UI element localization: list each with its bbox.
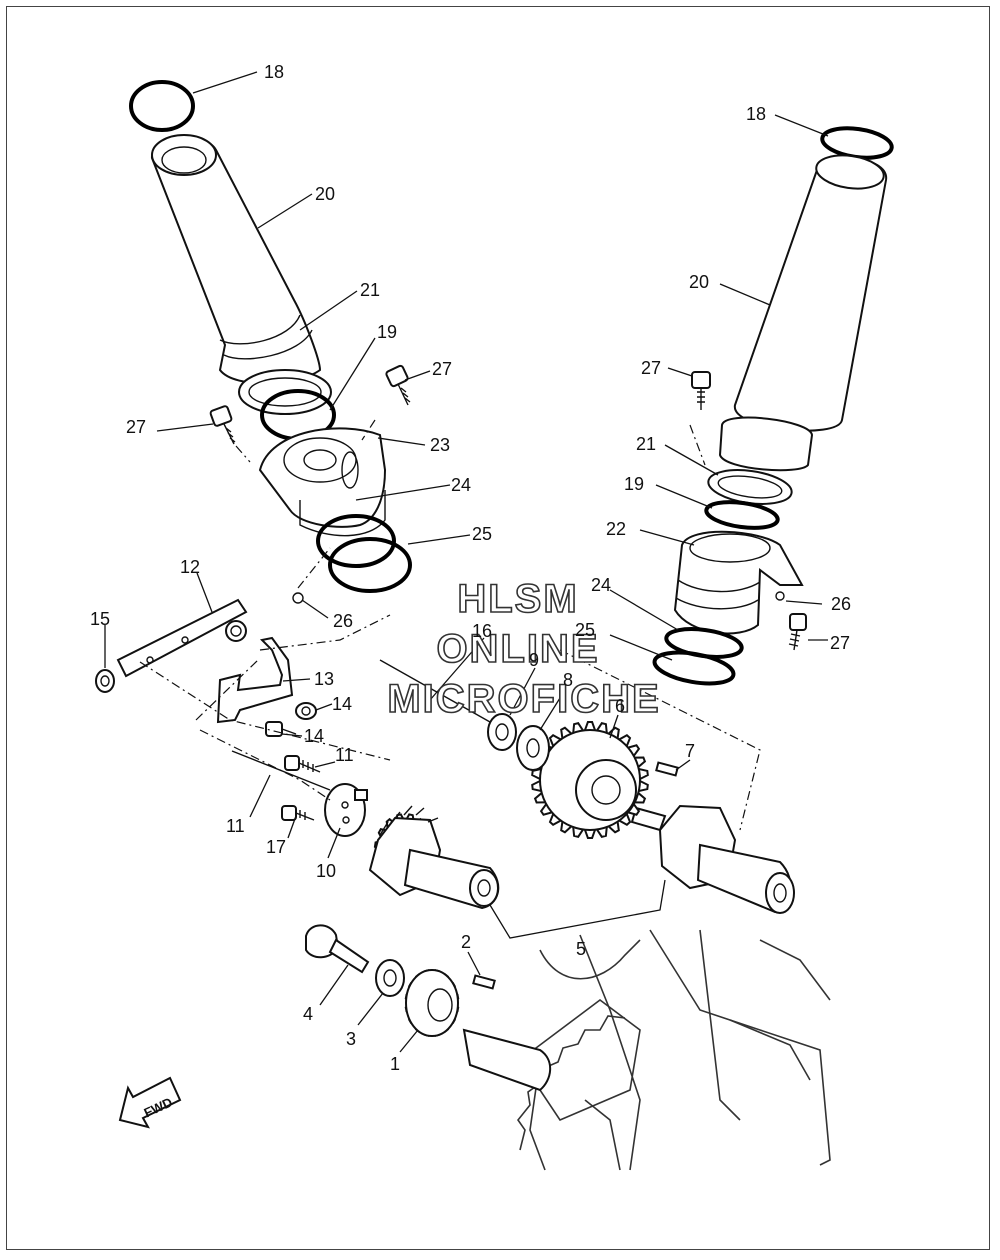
callout-12: 12 xyxy=(180,557,200,577)
watermark-line-1: HLSM xyxy=(457,577,578,621)
callout-14-upper: 14 xyxy=(332,694,352,714)
left-oring-25 xyxy=(328,537,412,593)
left-oring-24 xyxy=(316,514,396,568)
pin-16 xyxy=(379,659,491,723)
gear-1 xyxy=(404,969,460,1037)
bolt-11-upper xyxy=(284,755,321,773)
left-oring-18 xyxy=(129,80,195,132)
callout-7: 7 xyxy=(685,741,695,761)
callout-25-left: 25 xyxy=(472,524,492,544)
callout-21-right: 21 xyxy=(636,434,656,454)
callout-14-lower: 14 xyxy=(304,726,324,746)
watermark-line-2: ONLINE xyxy=(436,627,599,671)
callout-26-left: 26 xyxy=(333,611,353,631)
right-clip-26 xyxy=(775,591,785,601)
left-cam-tube-20 xyxy=(150,134,322,385)
watermark-line-3: MICROFICHE xyxy=(387,677,660,721)
right-cam-tube-20 xyxy=(718,154,888,472)
left-cam-housing-23 xyxy=(258,427,387,537)
diagram-frame xyxy=(6,6,990,1250)
callout-27-left-upper: 27 xyxy=(432,359,452,379)
callout-27-right-upper: 27 xyxy=(641,358,661,378)
washer-8 xyxy=(516,725,550,771)
callout-18-left: 18 xyxy=(264,62,284,82)
right-bolt-27-lower xyxy=(788,613,807,651)
crankshaft-end xyxy=(462,1028,552,1092)
callout-22: 22 xyxy=(606,519,626,539)
callout-9: 9 xyxy=(529,650,539,670)
callout-20-right: 20 xyxy=(689,272,709,292)
background-sprocket xyxy=(517,1015,626,1151)
left-bolt-27-lower xyxy=(209,405,236,445)
leader-lines xyxy=(104,71,829,1053)
callout-5: 5 xyxy=(576,939,586,959)
callout-16: 16 xyxy=(472,621,492,641)
left-clip-26 xyxy=(292,592,304,604)
gear-6 xyxy=(531,721,649,839)
fwd-arrow-icon: FWD xyxy=(118,1076,182,1129)
callout-26-right: 26 xyxy=(831,594,851,614)
right-oring-25 xyxy=(652,650,736,686)
callout-23: 23 xyxy=(430,435,450,455)
bolt-14-upper xyxy=(295,702,317,720)
nut-9 xyxy=(487,713,517,751)
callout-8: 8 xyxy=(563,670,573,690)
callout-18-right: 18 xyxy=(746,104,766,124)
camshaft-right-5 xyxy=(630,804,795,914)
callout-3: 3 xyxy=(346,1029,356,1049)
callout-11-lower: 17 xyxy=(266,837,286,857)
right-oring-19 xyxy=(704,500,780,530)
callout-4: 4 xyxy=(303,1004,313,1024)
callout-20-left: 20 xyxy=(315,184,335,204)
callout-6: 6 xyxy=(615,696,625,716)
callout-17: 11 xyxy=(226,816,245,836)
callout-27-left-lower: 27 xyxy=(126,417,146,437)
right-bolt-27-upper xyxy=(691,371,711,410)
callout-15: 15 xyxy=(90,609,110,629)
callout-27-right-lower: 27 xyxy=(830,633,850,653)
callout-11-upper: 11 xyxy=(335,745,354,765)
callout-labels: 18 20 21 19 27 27 23 24 25 26 12 15 13 1… xyxy=(90,62,851,1074)
callout-21-left: 21 xyxy=(360,280,380,300)
alignment-lines xyxy=(139,419,761,831)
left-bolt-27-upper xyxy=(385,364,411,406)
bolt-14-lower xyxy=(265,721,297,737)
washer-3 xyxy=(375,959,405,997)
shift-shaft-12 xyxy=(116,598,248,678)
camshaft-left-5 xyxy=(368,805,500,910)
callout-1: 1 xyxy=(390,1054,400,1074)
bolt-11-lower xyxy=(281,805,315,821)
callout-24-right: 24 xyxy=(591,575,611,595)
bracket-13 xyxy=(216,636,294,724)
watermark: HLSM ONLINE MICROFICHE xyxy=(387,576,660,722)
engine-case-outline xyxy=(518,929,831,1171)
key-2 xyxy=(472,974,496,990)
callout-24-left: 24 xyxy=(451,475,471,495)
washer-15 xyxy=(95,669,115,693)
callout-25-right: 25 xyxy=(575,620,595,640)
callout-19-left: 19 xyxy=(377,322,397,342)
callout-19-right: 19 xyxy=(624,474,644,494)
bolt-4 xyxy=(305,924,370,974)
callout-2: 2 xyxy=(461,932,471,952)
key-7 xyxy=(655,761,679,777)
right-cam-housing-22 xyxy=(673,530,804,635)
callout-13: 13 xyxy=(314,669,334,689)
plate-10 xyxy=(324,783,368,837)
callout-10: 10 xyxy=(316,861,336,881)
